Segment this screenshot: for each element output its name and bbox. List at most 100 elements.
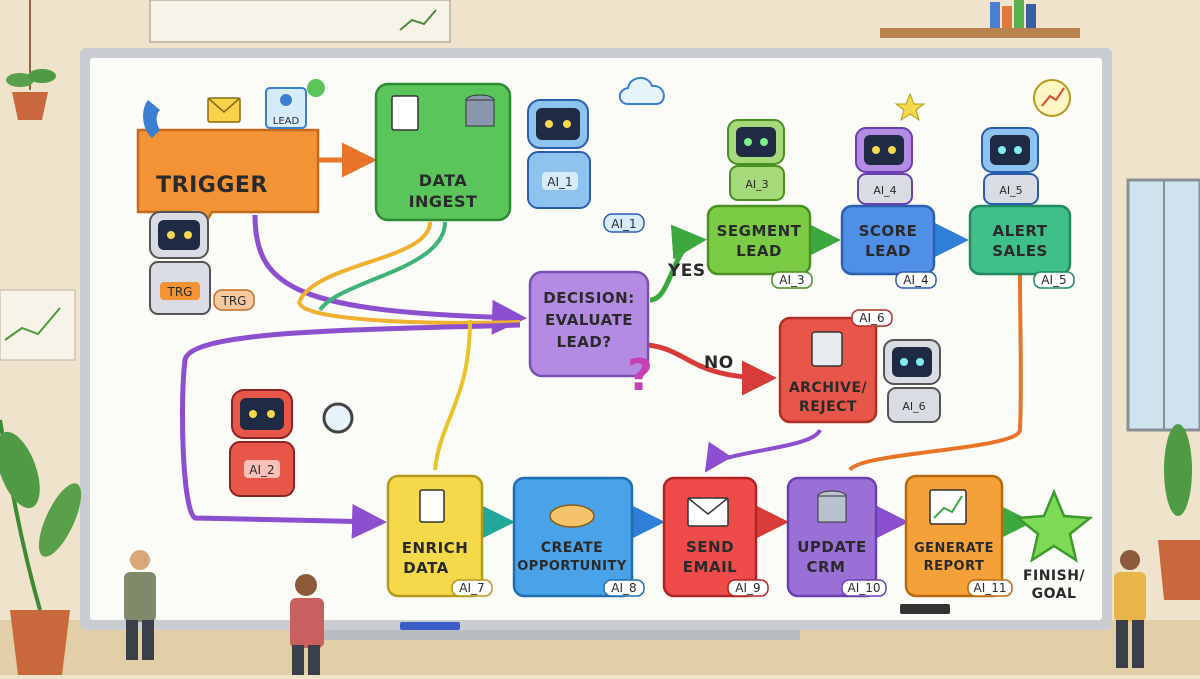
robot-ai-1-tag: AI_1 bbox=[611, 217, 636, 231]
edge-decision-enrich bbox=[179, 322, 521, 539]
robot-ai-3: AI_3 bbox=[727, 119, 785, 201]
robot-trg-badge: TRG bbox=[167, 285, 193, 299]
envelope-icon bbox=[207, 97, 241, 123]
svg-text:CRM: CRM bbox=[807, 558, 846, 576]
svg-text:ALERT: ALERT bbox=[992, 222, 1047, 240]
node-update-crm: UPDATE CRM AI_10 bbox=[786, 476, 887, 598]
node-send-email: SEND EMAIL AI_9 bbox=[662, 476, 769, 598]
svg-text:LEAD: LEAD bbox=[273, 116, 300, 127]
handshake-icon bbox=[549, 504, 595, 528]
tag-ai-10: AI_10 bbox=[847, 581, 880, 595]
node-finish-goal: FINISH/ GOAL bbox=[1014, 488, 1094, 602]
svg-text:DATA: DATA bbox=[403, 559, 449, 577]
node-trigger-label: TRIGGER bbox=[156, 173, 268, 198]
robot-trg: TRG TRG bbox=[149, 211, 255, 315]
robot-ai-2-badge: AI_2 bbox=[249, 463, 274, 477]
edge-decision-archive bbox=[647, 342, 777, 396]
tag-ai-5: AI_5 bbox=[1041, 273, 1066, 287]
svg-text:INGEST: INGEST bbox=[409, 192, 478, 211]
tag-ai-4: AI_4 bbox=[903, 273, 928, 287]
svg-text:SCORE: SCORE bbox=[859, 222, 918, 240]
svg-text:SEGMENT: SEGMENT bbox=[717, 222, 802, 240]
edge-label-yes: YES bbox=[667, 261, 706, 281]
svg-text:UPDATE: UPDATE bbox=[797, 538, 867, 556]
marker-tray bbox=[300, 630, 800, 640]
robot-ai-5: AI_5 bbox=[981, 79, 1071, 205]
node-enrich-data: ENRICH DATA AI_7 bbox=[386, 474, 493, 598]
wall-chart-paper bbox=[0, 289, 76, 361]
node-score-lead: SCORE LEAD AI_4 bbox=[840, 204, 937, 289]
potted-plant-right bbox=[1158, 424, 1200, 600]
svg-text:ENRICH: ENRICH bbox=[402, 539, 469, 557]
document-pencil-icon bbox=[419, 489, 445, 523]
robot-ai-6-badge: AI_6 bbox=[902, 400, 925, 413]
svg-text:OPPORTUNITY: OPPORTUNITY bbox=[517, 559, 627, 574]
robot-ai-4: AI_4 bbox=[855, 92, 926, 205]
tag-ai-6: AI_6 bbox=[859, 311, 884, 325]
edge-archive-send bbox=[704, 428, 822, 473]
tag-ai-8: AI_8 bbox=[611, 581, 636, 595]
svg-text:ARCHIVE/: ARCHIVE/ bbox=[789, 380, 868, 396]
cloud-icon bbox=[618, 77, 665, 105]
node-trigger: LEAD TRIGGER bbox=[136, 79, 325, 235]
node-segment-lead: SEGMENT LEAD AI_3 bbox=[706, 204, 813, 289]
robot-ai-4-badge: AI_4 bbox=[873, 184, 896, 197]
robot-ai-2: AI_2 bbox=[229, 389, 354, 497]
svg-text:LEAD: LEAD bbox=[865, 242, 911, 260]
robot-ai-1: AI_1 AI_1 bbox=[527, 99, 645, 233]
check-icon bbox=[307, 79, 325, 97]
potted-plant-left bbox=[0, 419, 82, 675]
edge-ingest-decision-a bbox=[297, 221, 521, 325]
svg-text:GENERATE: GENERATE bbox=[914, 541, 994, 556]
robot-ai-5-badge: AI_5 bbox=[999, 184, 1022, 197]
svg-text:GOAL: GOAL bbox=[1032, 586, 1077, 602]
report-chart-icon bbox=[929, 489, 967, 525]
node-generate-report: GENERATE REPORT AI_11 bbox=[904, 474, 1013, 598]
svg-text:DECISION:: DECISION: bbox=[543, 289, 634, 307]
svg-text:SALES: SALES bbox=[992, 242, 1048, 260]
edge-ingest-decision-b bbox=[318, 221, 447, 312]
person-center bbox=[290, 574, 324, 675]
svg-text:DATA: DATA bbox=[419, 171, 468, 190]
star-icon bbox=[1014, 488, 1094, 563]
star-icon-decor bbox=[894, 92, 926, 122]
edge-label-no: NO bbox=[704, 353, 734, 373]
wall-shelf bbox=[880, 28, 1080, 38]
node-data-ingest: DATA INGEST bbox=[374, 82, 512, 222]
svg-text:REPORT: REPORT bbox=[924, 559, 985, 574]
lead-icon bbox=[265, 87, 307, 129]
robot-ai-3-badge: AI_3 bbox=[745, 178, 768, 191]
tag-ai-3: AI_3 bbox=[779, 273, 804, 287]
edge-decision-enrich-b bbox=[433, 319, 472, 471]
svg-text:CREATE: CREATE bbox=[541, 540, 603, 556]
hanging-plant-pot bbox=[12, 92, 48, 120]
person-right bbox=[1114, 550, 1146, 668]
tag-ai-11: AI_11 bbox=[973, 581, 1006, 595]
node-create-opportunity: CREATE OPPORTUNITY AI_8 bbox=[512, 476, 645, 598]
edge-alert-update bbox=[848, 274, 1023, 472]
robot-ai-1-badge: AI_1 bbox=[547, 175, 572, 189]
edge-decision-segment bbox=[649, 224, 707, 303]
node-decision: DECISION: EVALUATE LEAD? ? bbox=[528, 270, 653, 401]
svg-text:EVALUATE: EVALUATE bbox=[545, 311, 633, 329]
svg-text:SEND: SEND bbox=[686, 538, 734, 556]
phone-icon bbox=[143, 100, 160, 138]
svg-text:EMAIL: EMAIL bbox=[683, 558, 737, 576]
svg-text:LEAD: LEAD bbox=[736, 242, 782, 260]
question-mark: ? bbox=[627, 350, 653, 401]
svg-text:FINISH/: FINISH/ bbox=[1023, 568, 1085, 584]
tag-ai-7: AI_7 bbox=[459, 581, 484, 595]
mail-icon bbox=[687, 497, 729, 527]
robot-ai-6: AI_6 bbox=[883, 339, 941, 423]
robot-trg-tag: TRG bbox=[221, 294, 247, 308]
person-left bbox=[124, 550, 156, 660]
trash-icon bbox=[811, 331, 843, 367]
magnifier-icon bbox=[322, 402, 354, 434]
document-icon bbox=[391, 95, 419, 131]
svg-text:REJECT: REJECT bbox=[799, 399, 857, 415]
tag-ai-9: AI_9 bbox=[735, 581, 760, 595]
svg-text:LEAD?: LEAD? bbox=[556, 333, 611, 351]
node-alert-sales: ALERT SALES AI_5 bbox=[968, 204, 1075, 289]
